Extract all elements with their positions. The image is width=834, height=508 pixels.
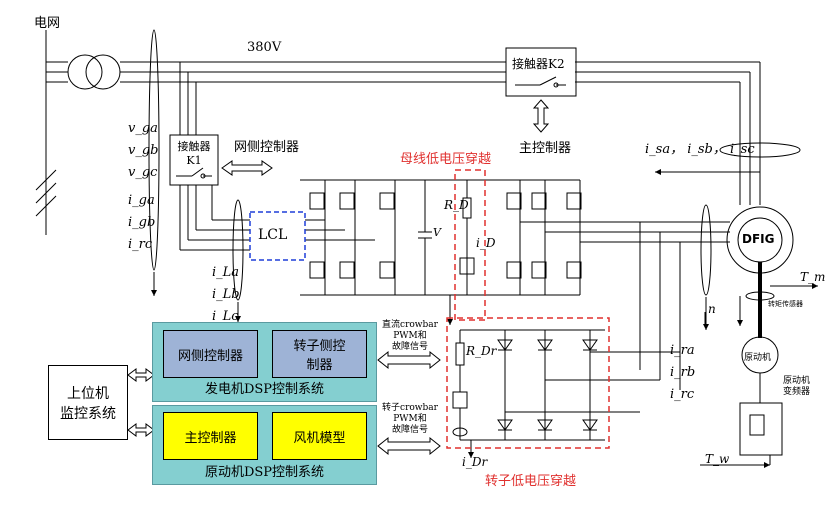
prime-wind-model: 风机模型 [272,412,367,460]
dc-crowbar-dashed-box [454,169,486,321]
contactor-k2-label: 接触器K2 [512,57,565,71]
torque-sensor-label: 转矩传感器 [768,300,803,308]
lcl-dashed-box [249,211,306,261]
gen-grid-side-controller: 网侧控制器 [163,330,258,378]
generator-dsp-title: 发电机DSP控制系统 [204,382,325,397]
idr-label: i_Dr [462,455,488,469]
k2-double-arrow [532,99,550,133]
voltage-label: 380V [247,40,282,55]
lcl-label: LCL [258,227,288,243]
id-label: i_D [476,236,496,250]
prime-main-controller: 主控制器 [163,412,258,460]
tm-label: T_m [800,270,826,284]
k1-double-arrow [221,160,273,176]
prime-mover-dsp-title: 原动机DSP控制系统 [204,465,325,480]
rd-label: R_D [444,198,469,212]
contactor-k1-box [169,134,219,186]
grid-label: 电网 [34,16,61,31]
igbt-group [309,192,582,279]
rotor-lvrt-label: 转子低电压穿越 [485,474,577,489]
transformer-primary [67,54,103,90]
transformer-secondary [85,54,121,90]
grid-side-controller-text: 网侧控制器 [234,140,300,155]
prime-mover-inverter-box [739,402,783,456]
rotor-crowbar-dashed-box [446,317,610,449]
contactor-k2-box [505,47,577,97]
speed-label: n [708,302,716,316]
main-controller-text: 主控制器 [519,141,572,156]
host-monitoring-box: 上位机监控系统 [48,365,128,440]
gen-rotor-side-controller: 转子侧控制器 [272,330,367,378]
prime-mover-inverter-label: 原动机变频器 [783,376,811,397]
prime-mover-label: 原动机 [744,353,772,363]
stator-current-labels: i_sa， i_sb， i_sc [645,142,755,157]
dfig-label: DFIG [742,232,775,246]
rdr-label: R_Dr [466,344,497,358]
tw-label: T_w [705,452,730,466]
vdc-label: V [433,226,441,239]
dc-bus-lvrt-label: 母线低电压穿越 [400,152,492,167]
